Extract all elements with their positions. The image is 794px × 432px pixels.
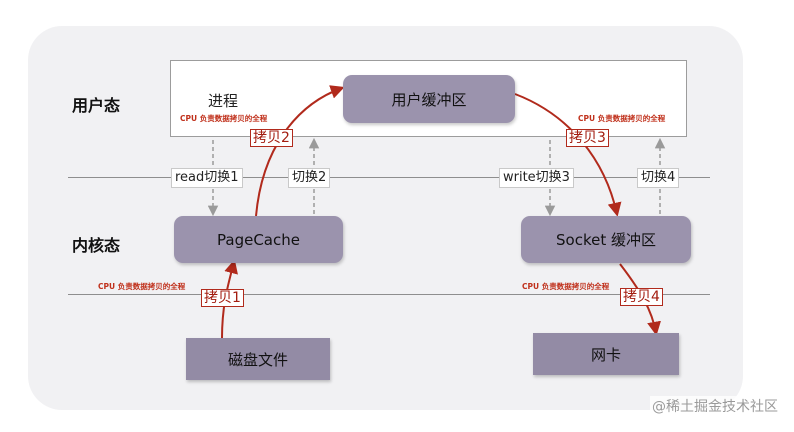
disk-file-box: 磁盘文件: [186, 338, 330, 380]
cpu-note-copy3: CPU 负责数据拷贝的全程: [578, 114, 666, 123]
nic-box: 网卡: [533, 333, 679, 375]
copy2-arrow: [255, 85, 345, 217]
cpu-note-copy1: CPU 负责数据拷贝的全程: [98, 282, 186, 291]
user-buffer-box: 用户缓冲区: [343, 75, 515, 123]
copy3-tag: 拷贝3: [566, 129, 609, 147]
copy2-tag: 拷贝2: [250, 129, 293, 147]
kernel-space-label: 内核态: [72, 236, 121, 255]
kernel-hardware-divider: [68, 294, 710, 295]
read-switch1-tag: read切换1: [171, 168, 243, 188]
switch2-tag: 切换2: [288, 168, 331, 188]
copy1-tag: 拷贝1: [201, 289, 244, 307]
socket-buffer-box: Socket 缓冲区: [521, 216, 691, 263]
cpu-note-copy4: CPU 负责数据拷贝的全程: [522, 282, 610, 291]
copy3-arrow: [514, 93, 622, 217]
watermark: @稀土掘金技术社区: [650, 396, 780, 416]
switch4-tag: 切换4: [637, 168, 680, 188]
copy4-tag: 拷贝4: [620, 288, 663, 306]
cpu-note-copy2: CPU 负责数据拷贝的全程: [180, 114, 268, 123]
user-kernel-divider: [68, 177, 710, 178]
process-label: 进程: [208, 92, 239, 110]
write-switch3-tag: write切换3: [499, 168, 574, 188]
page-cache-box: PageCache: [174, 216, 343, 263]
user-space-label: 用户态: [72, 96, 121, 115]
